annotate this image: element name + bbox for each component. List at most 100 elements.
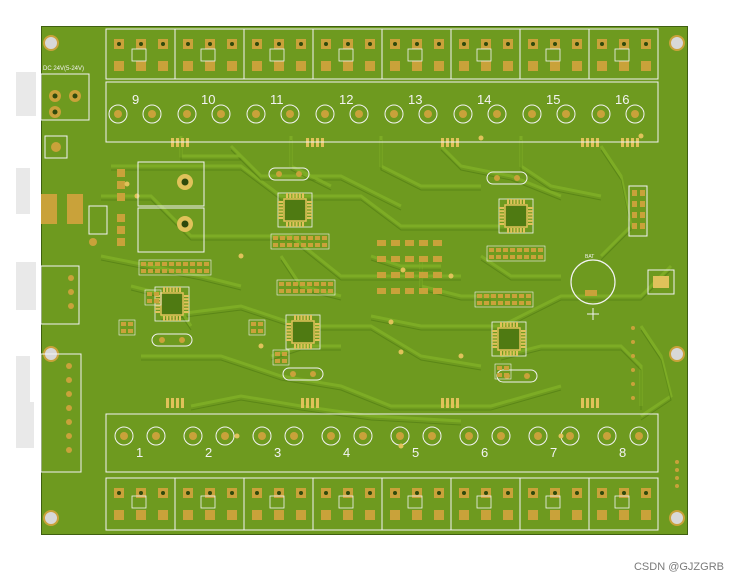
via [208, 42, 212, 46]
smd-pad [147, 299, 152, 303]
led-icon [491, 426, 511, 446]
pad [117, 226, 125, 234]
mcu-pin [521, 346, 526, 348]
trace [141, 354, 562, 408]
pad [68, 289, 74, 295]
smd-pad [204, 262, 209, 266]
via [478, 135, 484, 141]
smd-pad [322, 243, 327, 247]
mcu-pin [503, 351, 506, 356]
smd-pad [498, 301, 503, 305]
mcu-pin [278, 204, 283, 207]
smd-pad [405, 240, 414, 246]
smd-pad [300, 289, 305, 293]
terminal-pad [572, 61, 582, 71]
chip-outline [545, 495, 561, 509]
trace [500, 349, 581, 361]
chip-outline [338, 48, 354, 62]
mcu-pin [184, 304, 189, 307]
mcu-pin [300, 315, 303, 320]
mcu-pin [184, 298, 189, 301]
mcu-pin [179, 287, 181, 292]
mcu-pin [492, 333, 497, 336]
mcu-pin [516, 199, 519, 204]
terminal-pad [321, 61, 331, 71]
mcu-chip-icon [283, 198, 307, 222]
via [600, 491, 604, 495]
smd-pad [538, 255, 543, 259]
smd-pad [504, 373, 509, 377]
smd-pad [121, 322, 126, 326]
smd-pad [504, 366, 509, 370]
mcu-chip-icon [160, 292, 184, 316]
smd-pad [433, 240, 442, 246]
mcu-pin [155, 311, 160, 313]
smd-pad [377, 288, 386, 294]
led-pad [359, 432, 367, 440]
smd-pad [148, 262, 153, 266]
led-pad [428, 432, 436, 440]
smd-pad [307, 282, 312, 286]
smd-pad [519, 294, 524, 298]
via [415, 491, 419, 495]
led-pad [327, 432, 335, 440]
smd-pad [176, 262, 181, 266]
terminal-pad [434, 510, 444, 520]
battery-label: BAT [585, 254, 594, 260]
terminal-pad [528, 510, 538, 520]
led-icon [252, 426, 272, 446]
smd-pad [496, 248, 501, 252]
mcu-pin [523, 228, 525, 233]
led-icon [522, 104, 542, 124]
via [558, 433, 564, 439]
mcu-pin [294, 344, 296, 349]
mcu-chip-icon [504, 204, 528, 228]
led-icon [597, 426, 617, 446]
pad [290, 371, 296, 377]
smd-pad [321, 282, 326, 286]
mcu-pin [169, 316, 172, 321]
mcu-pin [519, 199, 522, 204]
led-pad [497, 432, 505, 440]
mcu-pin [521, 339, 526, 342]
crystal-icon [268, 167, 310, 181]
chip-outline [476, 48, 492, 62]
chip-outline [200, 495, 216, 509]
terminal-pad [227, 510, 237, 520]
chip-outline [200, 48, 216, 62]
via [462, 42, 466, 46]
channel-number-label: 5 [412, 445, 419, 460]
via [622, 491, 626, 495]
smd-pad [287, 236, 292, 240]
crystal-icon [282, 367, 324, 381]
mcu-pin [507, 199, 509, 204]
via [393, 491, 397, 495]
trace [640, 329, 672, 421]
terminal-pad [412, 61, 422, 71]
smd-pad [190, 269, 195, 273]
smd-pad [484, 301, 489, 305]
channel-number-label: 1 [136, 445, 143, 460]
smd-pad [441, 398, 444, 408]
smd-pad [176, 398, 179, 408]
smd-pad [181, 398, 184, 408]
smd-pad [497, 366, 502, 370]
smd-pad [190, 262, 195, 266]
led-pad [183, 110, 191, 118]
pad [675, 484, 679, 488]
led-pad [258, 432, 266, 440]
via [181, 178, 189, 186]
pad [631, 354, 635, 358]
trace [190, 399, 462, 426]
mcu-pin [315, 332, 320, 335]
resistor-bank-outline [138, 259, 212, 276]
smd-pad [446, 398, 449, 408]
mcu-pin [516, 351, 518, 356]
resistor-bank-outline [118, 319, 136, 336]
mcu-pin [278, 207, 283, 210]
terminal-pad [572, 510, 582, 520]
terminal-pad [252, 61, 262, 71]
led-pad [189, 432, 197, 440]
smd-pad [279, 282, 284, 286]
